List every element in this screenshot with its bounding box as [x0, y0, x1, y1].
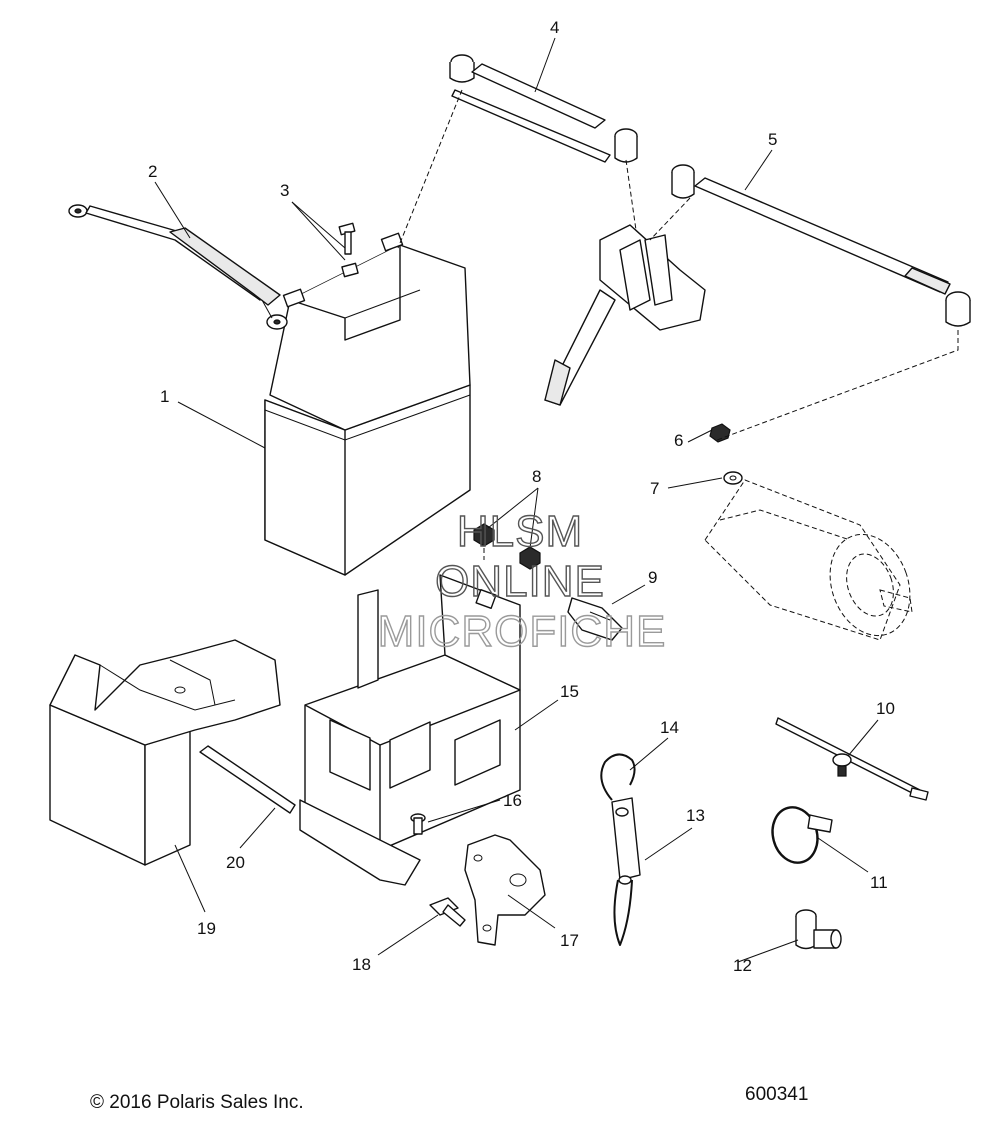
battery-cover — [49, 639, 281, 866]
starter-motor — [704, 479, 913, 641]
callout-13: 13 — [686, 806, 705, 825]
callout-14: 14 — [660, 718, 679, 737]
callout-11: 11 — [870, 873, 888, 892]
cable-tie-mount — [775, 717, 929, 801]
hose-clamp — [771, 806, 833, 864]
positive-cable — [449, 54, 638, 163]
negative-cable — [68, 204, 288, 330]
terminal-bolt — [338, 222, 359, 278]
starter-washer — [723, 471, 743, 485]
callout-9: 9 — [648, 568, 657, 587]
callout-17: 17 — [560, 931, 579, 950]
callout-6: 6 — [674, 431, 683, 450]
starter-cable — [671, 164, 971, 327]
tray-screw — [410, 813, 426, 835]
fuse-holder — [567, 597, 623, 641]
strap-hook — [600, 753, 636, 801]
watermark-line-1: HLSM — [457, 507, 583, 556]
foam-pad — [199, 745, 296, 814]
terminal-boot — [795, 909, 842, 950]
watermark-line-3: MICROFICHE — [378, 607, 667, 656]
watermark: HLSM ONLINE MICROFICHE — [377, 506, 667, 656]
callout-5: 5 — [768, 130, 777, 149]
battery-strap — [611, 797, 641, 946]
callout-16: 16 — [503, 791, 522, 810]
copyright-text: © 2016 Polaris Sales Inc. — [90, 1092, 304, 1113]
callout-2: 2 — [148, 162, 157, 181]
hold-down-nuts — [473, 523, 541, 570]
bracket-bolt — [429, 897, 466, 927]
callout-18: 18 — [352, 955, 371, 974]
leader-lines — [154, 37, 879, 963]
callout-labels: 1 2 3 4 5 6 7 8 9 10 11 12 13 14 15 16 1… — [148, 18, 895, 975]
callout-12: 12 — [733, 956, 752, 975]
callout-10: 10 — [876, 699, 895, 718]
callout-19: 19 — [197, 919, 216, 938]
callout-3: 3 — [280, 181, 289, 200]
callout-7: 7 — [650, 479, 659, 498]
solenoid-assembly — [544, 224, 706, 406]
mounting-bracket — [464, 834, 546, 946]
battery — [264, 232, 471, 576]
battery-tray — [299, 574, 521, 886]
callout-15: 15 — [560, 682, 579, 701]
callout-8: 8 — [532, 467, 541, 486]
callout-1: 1 — [160, 387, 169, 406]
connection-lines — [397, 89, 959, 560]
callout-4: 4 — [550, 18, 559, 37]
watermark-line-2: ONLINE — [435, 557, 605, 606]
diagram-number: 600341 — [745, 1084, 808, 1105]
callout-20: 20 — [226, 853, 245, 872]
